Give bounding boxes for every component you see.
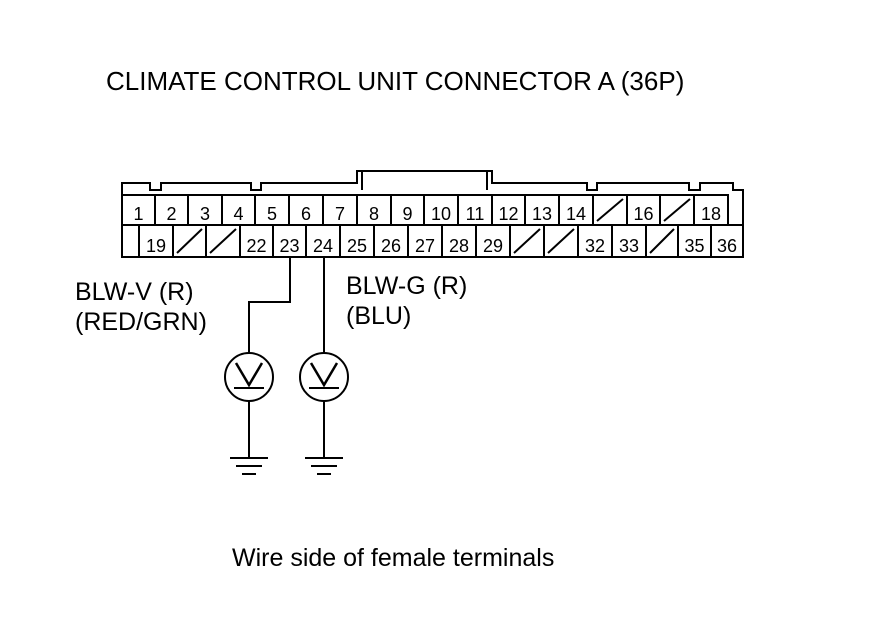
terminal-number: 13 <box>532 204 552 224</box>
terminal-number: 33 <box>619 236 639 256</box>
terminal-12: 12 <box>491 194 526 226</box>
terminal-number: 2 <box>166 204 176 224</box>
terminal-25: 25 <box>339 224 375 258</box>
terminal-18: 18 <box>693 194 729 226</box>
unused-cavity <box>509 224 545 258</box>
terminal-14: 14 <box>558 194 594 226</box>
terminal-number: 5 <box>267 204 277 224</box>
terminal-33: 33 <box>611 224 647 258</box>
terminal-8: 8 <box>356 194 392 226</box>
unused-cavity <box>659 194 695 226</box>
ground-icon <box>230 401 268 475</box>
terminal-number: 18 <box>701 204 721 224</box>
diagram-caption: Wire side of female terminals <box>232 544 554 572</box>
voltmeter-icon <box>224 352 274 402</box>
terminal-22: 22 <box>239 224 274 258</box>
terminal-number: 24 <box>313 236 333 256</box>
terminal-number: 10 <box>431 204 451 224</box>
connector-bottom-row: 19 22 23 24 25 26 27 28 29 32 33 35 36 <box>121 224 744 258</box>
terminal-27: 27 <box>407 224 443 258</box>
terminal-16: 16 <box>626 194 661 226</box>
terminal-13: 13 <box>524 194 560 226</box>
terminal-3: 3 <box>187 194 223 226</box>
terminal-35: 35 <box>677 224 712 258</box>
wire-label-blw-v: BLW-V (R) <box>75 278 194 306</box>
terminal-number: 3 <box>200 204 210 224</box>
terminal-number: 1 <box>133 204 143 224</box>
terminal-number: 8 <box>369 204 379 224</box>
terminal-28: 28 <box>441 224 477 258</box>
terminal-number: 36 <box>717 236 737 256</box>
terminal-number: 16 <box>633 204 653 224</box>
connector-cavity <box>121 224 140 258</box>
terminal-number: 23 <box>279 236 299 256</box>
wire-color-blu: (BLU) <box>346 302 411 330</box>
terminal-number: 28 <box>449 236 469 256</box>
terminal-number: 26 <box>381 236 401 256</box>
terminal-number: 25 <box>347 236 367 256</box>
terminal-24: 24 <box>305 224 341 258</box>
terminal-9: 9 <box>390 194 425 226</box>
terminal-number: 27 <box>415 236 435 256</box>
terminal-11: 11 <box>457 194 493 226</box>
terminal-6: 6 <box>288 194 324 226</box>
voltmeter-icon <box>299 352 349 402</box>
terminal-32: 32 <box>577 224 613 258</box>
ground-icon <box>305 401 343 475</box>
terminal-10: 10 <box>423 194 459 226</box>
terminal-number: 11 <box>466 204 485 224</box>
unused-cavity <box>645 224 679 258</box>
terminal-number: 32 <box>585 236 605 256</box>
terminal-36: 36 <box>710 224 744 258</box>
terminal-number: 12 <box>498 204 518 224</box>
terminal-number: 7 <box>335 204 345 224</box>
terminal-number: 9 <box>402 204 412 224</box>
terminal-19: 19 <box>138 224 174 258</box>
unused-cavity <box>205 224 241 258</box>
terminal-number: 22 <box>246 236 266 256</box>
terminal-29: 29 <box>475 224 511 258</box>
terminal-4: 4 <box>221 194 256 226</box>
terminal-number: 14 <box>566 204 586 224</box>
terminal-5: 5 <box>254 194 290 226</box>
unused-cavity <box>172 224 207 258</box>
terminal-number: 29 <box>483 236 503 256</box>
terminal-23: 23 <box>272 224 307 258</box>
terminal-number: 6 <box>301 204 311 224</box>
unused-cavity <box>592 194 628 226</box>
terminal-number: 35 <box>684 236 704 256</box>
terminal-26: 26 <box>373 224 409 258</box>
terminal-1: 1 <box>121 194 156 226</box>
wire-blw-v <box>248 257 291 353</box>
terminal-2: 2 <box>154 194 189 226</box>
terminal-7: 7 <box>322 194 358 226</box>
terminal-number: 19 <box>146 236 166 256</box>
diagram-title: CLIMATE CONTROL UNIT CONNECTOR A (36P) <box>106 66 684 96</box>
unused-cavity <box>543 224 579 258</box>
terminal-number: 4 <box>233 204 243 224</box>
wire-label-blw-g: BLW-G (R) <box>346 272 467 300</box>
wire-color-red-grn: (RED/GRN) <box>75 308 207 336</box>
